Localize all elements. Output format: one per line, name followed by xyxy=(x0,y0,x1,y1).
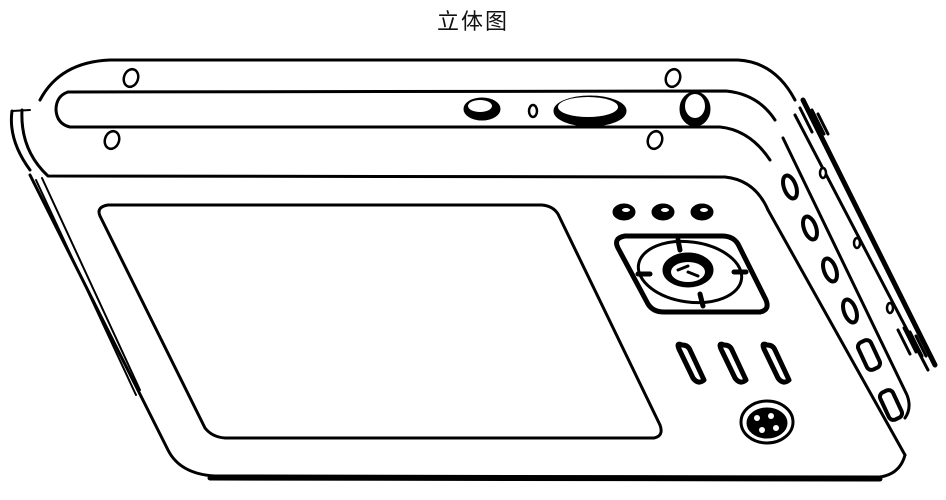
side-button xyxy=(781,173,799,201)
indicator-dots xyxy=(612,203,714,221)
side-button xyxy=(841,297,859,325)
connector-port xyxy=(739,399,795,445)
indicator-hole-icon xyxy=(527,103,539,119)
side-panel xyxy=(781,97,938,422)
speaker-slots xyxy=(675,341,792,385)
figure-caption: 立体图 xyxy=(436,10,509,35)
side-slot xyxy=(877,388,905,422)
side-switch xyxy=(855,338,883,372)
device-body-outline xyxy=(9,58,907,482)
screw-holes xyxy=(103,67,682,151)
side-button xyxy=(801,214,819,242)
side-button xyxy=(821,256,839,284)
navigation-pad xyxy=(614,233,770,315)
top-buttons xyxy=(463,91,711,127)
screen-outline xyxy=(97,203,663,440)
